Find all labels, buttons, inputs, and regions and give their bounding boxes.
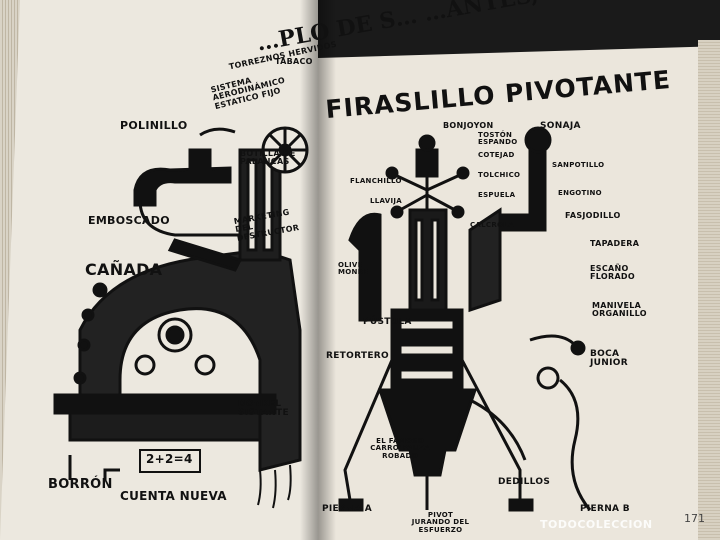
label-bonjoyon: BONJOYON (443, 121, 494, 130)
left-machine (53, 126, 309, 509)
label-llavija: LLAVIJA (370, 197, 403, 205)
label-canada: CAÑADA (85, 260, 163, 279)
label-sanpotillo: SANPOTILLO (552, 161, 605, 169)
label-pustula: PÚSTULA (363, 317, 412, 327)
label-cuenta-nueva: CUENTA NUEVA (120, 489, 227, 503)
label-calcrola: CALCROLA (470, 221, 514, 229)
label-cotejador: COTEJAD (478, 151, 515, 159)
watermark: TODOCOLECCION (540, 518, 653, 531)
label-toston: TOSTÓN ESPANDO (478, 131, 518, 147)
label-olive: OLIVE MONRE (338, 261, 369, 277)
label-sonaja: SONAJA (540, 121, 581, 131)
label-fasjodillo: FASJODILLO (565, 211, 621, 220)
label-flanchillo: FLANCHILLO (350, 177, 402, 185)
label-donkel: DONKEL SISTANTE (238, 399, 289, 419)
right-page (318, 40, 720, 540)
label-famoso: EL FAMOSO CARRO-PAUZA ROBADO (370, 437, 430, 460)
label-borron: BORRÓN (48, 477, 113, 492)
label-pierna-b: PIERNA B (580, 504, 630, 514)
label-manivela: MANIVELA ORGANILLO (592, 301, 647, 319)
label-espuela: ESPUELA (478, 191, 516, 199)
label-tapadera: TAPADERA (590, 239, 640, 248)
label-dedillos: DEDILLOS (498, 477, 551, 487)
label-pierna-a: PIERNA A (322, 504, 373, 514)
right-page-edges (698, 40, 720, 540)
label-botilla: BOTILLA DE PALANCAS (240, 149, 296, 167)
right-machine (338, 126, 592, 512)
label-tabaco: TABACO (275, 57, 313, 66)
label-emboscado: EMBOSCADO (88, 214, 170, 227)
label-formula: 2+2=4 (146, 452, 193, 466)
label-retortero: RETORTERO (326, 351, 389, 361)
page-number: 171 (684, 512, 705, 525)
label-boca-junior: BOCA JUNIOR (590, 349, 628, 369)
label-escano: ESCAÑO FLORADO (590, 264, 635, 282)
book-gutter (300, 0, 336, 540)
label-engotino: ENGOTINO (558, 189, 602, 197)
label-polinillo: POLINILLO (120, 119, 188, 132)
label-tolchico: TOLCHICO (478, 171, 521, 179)
label-pivot: PIVOT JURANDO DEL ESFUERZO (411, 511, 470, 534)
